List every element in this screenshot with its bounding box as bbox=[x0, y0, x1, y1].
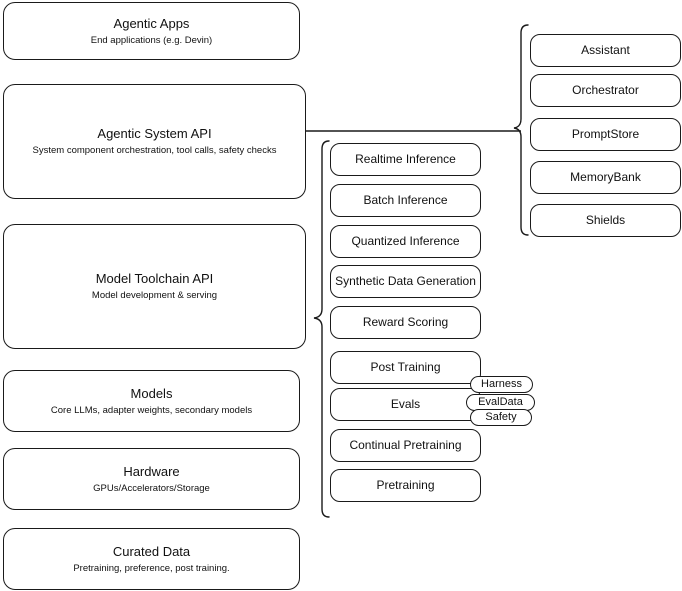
toolchain-item-label: Synthetic Data Generation bbox=[335, 274, 476, 288]
toolchain-item-evals[interactable]: Evals bbox=[330, 388, 481, 421]
system-api-connector-line bbox=[306, 128, 527, 134]
layer-curated-data[interactable]: Curated Data Pretraining, preference, po… bbox=[3, 528, 300, 590]
toolchain-item-label: Reward Scoring bbox=[362, 315, 449, 329]
system-item-label: PromptStore bbox=[571, 127, 640, 141]
toolchain-item-quantized-inference[interactable]: Quantized Inference bbox=[330, 225, 481, 258]
system-item-memorybank[interactable]: MemoryBank bbox=[530, 161, 681, 194]
layer-subtitle: System component orchestration, tool cal… bbox=[32, 145, 277, 156]
layer-models[interactable]: Models Core LLMs, adapter weights, secon… bbox=[3, 370, 300, 432]
toolchain-item-label: Continual Pretraining bbox=[349, 438, 462, 452]
system-components-brace bbox=[512, 23, 538, 243]
eval-subcomponent-label: Harness bbox=[481, 378, 522, 390]
layer-subtitle: End applications (e.g. Devin) bbox=[90, 34, 213, 46]
layer-title: Models bbox=[130, 385, 173, 401]
system-item-assistant[interactable]: Assistant bbox=[530, 34, 681, 67]
toolchain-item-batch-inference[interactable]: Batch Inference bbox=[330, 184, 481, 217]
system-item-shields[interactable]: Shields bbox=[530, 204, 681, 237]
eval-subcomponent-safety[interactable]: Safety bbox=[470, 409, 532, 426]
toolchain-item-label: Realtime Inference bbox=[355, 152, 456, 166]
layer-hardware[interactable]: Hardware GPUs/Accelerators/Storage bbox=[3, 448, 300, 510]
eval-subcomponent-label: EvalData bbox=[478, 396, 523, 408]
system-item-promptstore[interactable]: PromptStore bbox=[530, 118, 681, 151]
eval-subcomponent-harness[interactable]: Harness bbox=[470, 376, 533, 393]
layer-model-toolchain-api[interactable]: Model Toolchain API Model development & … bbox=[3, 224, 306, 349]
toolchain-item-reward-scoring[interactable]: Reward Scoring bbox=[330, 306, 481, 339]
system-item-label: Shields bbox=[585, 213, 626, 227]
toolchain-item-post-training[interactable]: Post Training bbox=[330, 351, 481, 384]
toolchain-item-synthetic-data-generation[interactable]: Synthetic Data Generation bbox=[330, 265, 481, 298]
toolchain-item-pretraining[interactable]: Pretraining bbox=[330, 469, 481, 502]
toolchain-item-realtime-inference[interactable]: Realtime Inference bbox=[330, 143, 481, 176]
system-item-orchestrator[interactable]: Orchestrator bbox=[530, 74, 681, 107]
system-item-label: Assistant bbox=[581, 43, 630, 57]
layer-title: Curated Data bbox=[112, 543, 191, 559]
layer-subtitle: Model development & serving bbox=[91, 290, 218, 301]
layer-title: Agentic System API bbox=[97, 126, 212, 141]
toolchain-item-label: Post Training bbox=[370, 360, 441, 374]
layer-subtitle: Pretraining, preference, post training. bbox=[73, 562, 230, 574]
toolchain-item-label: Quantized Inference bbox=[351, 234, 460, 248]
layer-title: Agentic Apps bbox=[113, 15, 190, 31]
toolchain-item-label: Evals bbox=[390, 397, 421, 411]
layer-subtitle: Core LLMs, adapter weights, secondary mo… bbox=[50, 404, 253, 416]
layer-title: Hardware bbox=[123, 463, 180, 479]
system-item-label: MemoryBank bbox=[570, 170, 641, 184]
layer-title: Model Toolchain API bbox=[95, 271, 214, 286]
layer-agentic-system-api[interactable]: Agentic System API System component orch… bbox=[3, 84, 306, 199]
eval-subcomponent-label: Safety bbox=[485, 411, 517, 423]
layer-agentic-apps[interactable]: Agentic Apps End applications (e.g. Devi… bbox=[3, 2, 300, 60]
toolchain-components-brace bbox=[311, 139, 337, 529]
system-item-label: Orchestrator bbox=[572, 83, 639, 97]
toolchain-item-continual-pretraining[interactable]: Continual Pretraining bbox=[330, 429, 481, 462]
toolchain-item-label: Pretraining bbox=[376, 478, 435, 492]
toolchain-item-label: Batch Inference bbox=[363, 193, 448, 207]
layer-subtitle: GPUs/Accelerators/Storage bbox=[93, 482, 210, 494]
